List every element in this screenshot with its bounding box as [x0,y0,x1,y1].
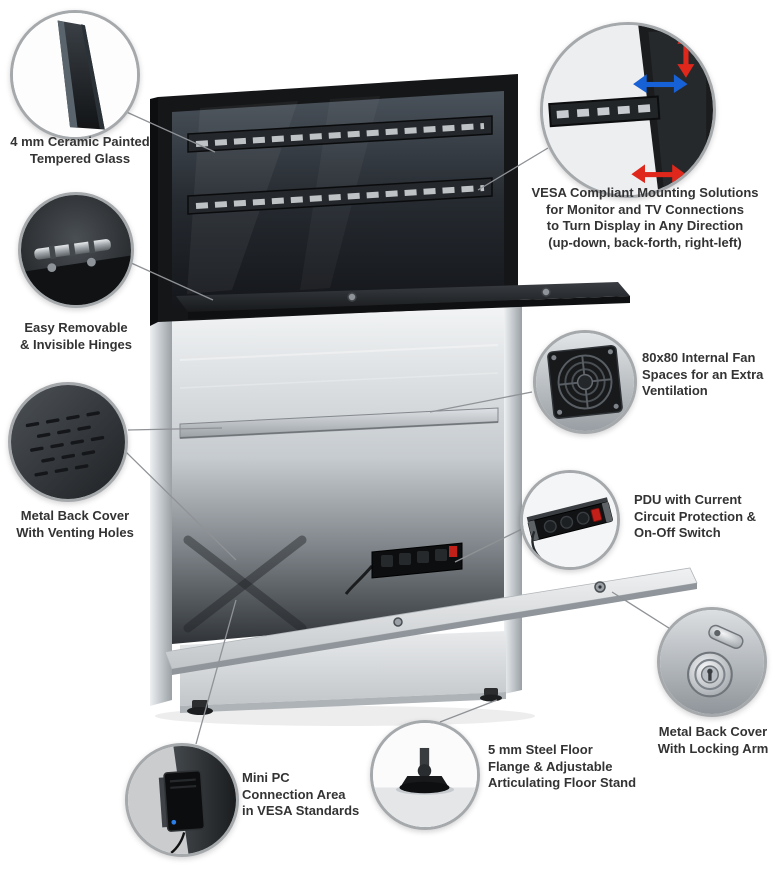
fan-icon [536,333,634,431]
vesa-mount-icon [543,25,713,195]
venting-holes-icon [11,385,125,499]
callout-label-pdu: PDU with Current Circuit Protection & On… [634,492,757,541]
hinge-icon [21,195,131,305]
floor-stand-icon [373,723,477,827]
callout-label-hinges: Easy Removable & Invisible Hinges [20,320,132,352]
callout-label-fan: 80x80 Internal Fan Spaces for an Extra V… [642,350,764,399]
callout-label-lock: Metal Back Cover With Locking Arm [657,724,769,756]
callout-circle-pdu [520,470,620,570]
arrow-right-left [631,164,686,184]
pdu-strip [344,542,463,595]
callout-circle-glass [10,10,140,140]
callout-circle-floor [370,720,480,830]
metal-back-panel [172,306,504,644]
callout-circle-fan [533,330,637,434]
vesa-rails [187,115,493,215]
callout-label-venting: Metal Back Cover With Venting Holes [16,508,134,540]
callout-circle-minipc [125,743,239,857]
bottom-back-cover [164,567,698,675]
callout-label-glass: 4 mm Ceramic Painted Tempered Glass [10,134,150,166]
lock-icon [660,610,764,714]
callout-label-minipc: Mini PC Connection Area in VESA Standard… [242,770,360,819]
floor-shadow [155,706,535,726]
callout-label-vesa: VESA Compliant Mounting Solutions for Mo… [531,185,759,250]
callout-circle-hinges [18,192,134,308]
callout-circle-venting [8,382,128,502]
arrow-back-forth [633,74,688,93]
display-panel [150,74,518,326]
glass-edge-icon [13,13,137,137]
callout-circle-lock [657,607,767,717]
mid-rail [179,407,499,439]
pdu-icon [523,473,617,567]
mini-pc-icon [128,746,236,854]
top-service-flap [176,282,630,319]
callout-label-floor: 5 mm Steel Floor Flange & Adjustable Art… [488,742,637,791]
callout-connectors [121,109,673,745]
callout-circle-vesa [540,22,716,198]
